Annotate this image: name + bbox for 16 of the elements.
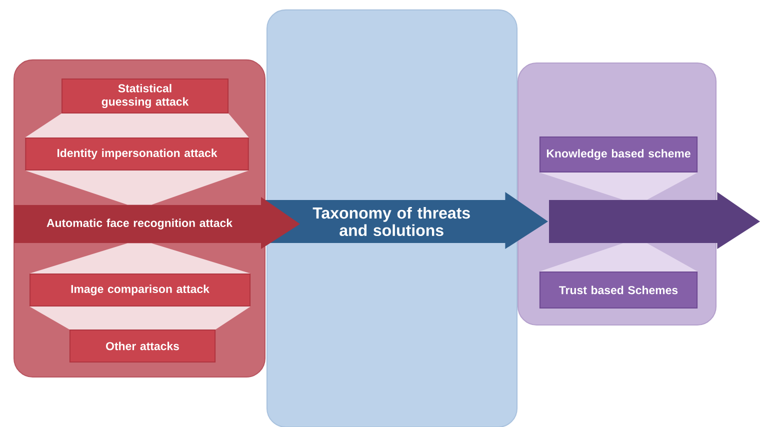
label-box: Trust based Schemes: [539, 271, 698, 309]
label-box: Statistical guessing attack: [61, 78, 229, 114]
label-box: Other attacks: [69, 329, 216, 363]
funnel-connector: [539, 243, 698, 272]
label-box: Knowledge based scheme: [539, 136, 698, 172]
funnel-connector: [29, 306, 251, 330]
arrow-banner: [549, 192, 760, 249]
label-box: Identity impersonation attack: [25, 137, 249, 171]
funnel-connector: [25, 170, 249, 205]
arrow-banner: Taxonomy of threats and solutions: [262, 192, 548, 249]
funnel-connector: [25, 114, 249, 138]
label-box: Image comparison attack: [29, 273, 251, 307]
arrow-banner: Automatic face recognition attack: [14, 197, 300, 249]
funnel-connector: [539, 172, 698, 200]
panel-background: [266, 9, 518, 427]
funnel-connector: [29, 243, 251, 274]
